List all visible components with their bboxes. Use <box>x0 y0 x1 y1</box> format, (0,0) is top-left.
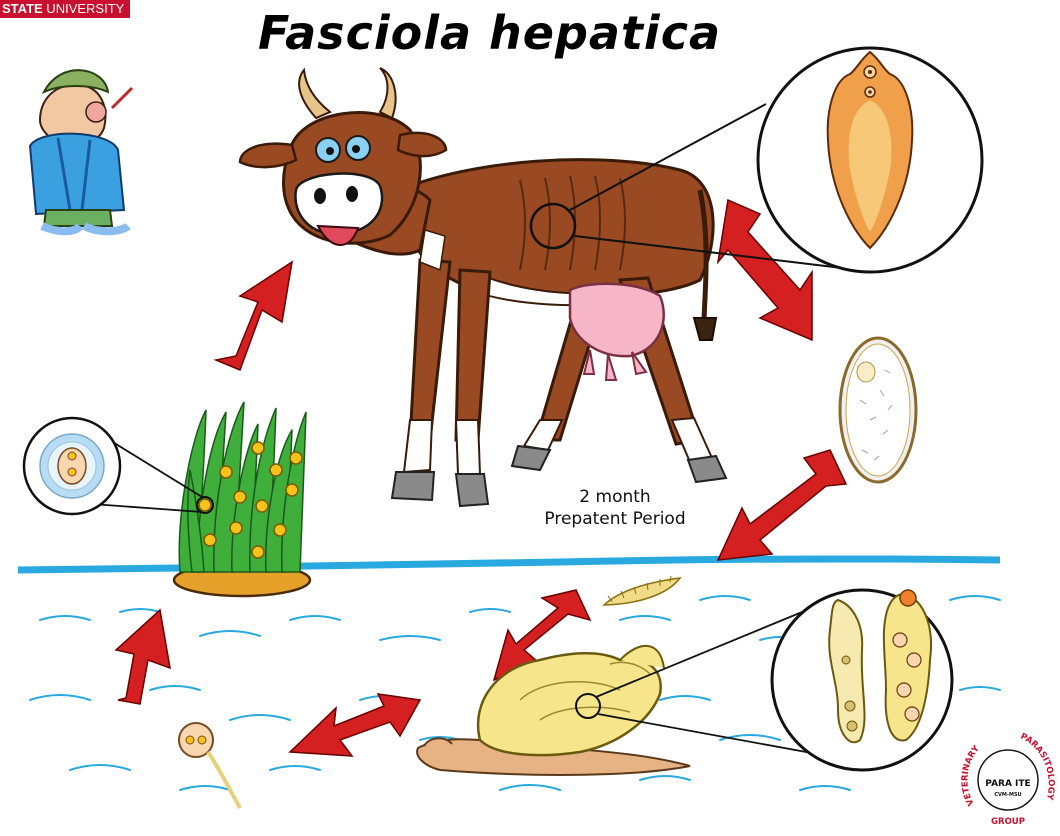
snail-icon <box>417 646 690 775</box>
egg-icon <box>840 338 916 482</box>
parasitology-group-logo: VETERINARY PARASITOLOGY PARA ITE CVM-MSU… <box>960 726 1056 832</box>
miracidium-icon <box>179 723 240 808</box>
arrow-snail-to-cercaria <box>290 694 420 756</box>
logo-small: CVM-MSU <box>994 792 1021 798</box>
prepatent-caption: Prepatent Period <box>520 508 710 530</box>
page-title: Fasciola hepatica <box>258 6 721 60</box>
arrow-cercaria-to-grass <box>116 610 170 704</box>
arrow-egg-to-water <box>718 450 846 560</box>
university-banner: STATE UNIVERSITY <box>0 0 130 18</box>
farmer-icon <box>30 70 132 231</box>
logo-center: PARA ITE <box>985 779 1030 789</box>
prepatent-duration: 2 month <box>520 486 710 508</box>
arrow-grass-to-cow <box>216 262 292 370</box>
grass-icon <box>174 402 310 596</box>
logo-group: GROUP <box>991 817 1025 827</box>
cercaria-icon <box>604 576 680 605</box>
cow-icon <box>240 68 726 506</box>
prepatent-label: 2 month Prepatent Period <box>520 486 710 530</box>
